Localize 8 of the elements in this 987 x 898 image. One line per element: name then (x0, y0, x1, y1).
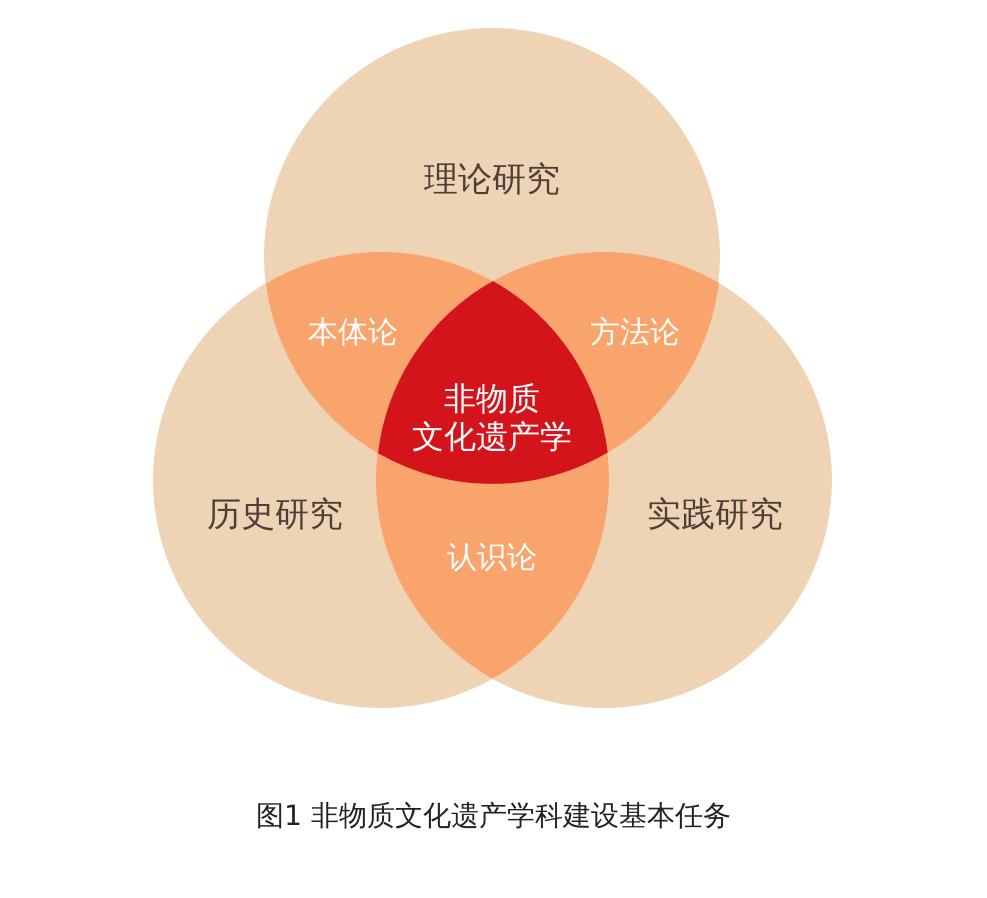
region-label: 方法论 (590, 314, 680, 351)
figure-caption: 图1 非物质文化遗产学科建设基本任务 (255, 798, 732, 834)
circle-label: 历史研究 (207, 494, 343, 536)
circle-label: 实践研究 (647, 494, 783, 536)
region-label: 非物质文化遗产学 (412, 380, 572, 456)
region-label: 本体论 (308, 314, 398, 351)
circle-label: 理论研究 (424, 160, 560, 200)
region-label: 认识论 (446, 540, 537, 576)
